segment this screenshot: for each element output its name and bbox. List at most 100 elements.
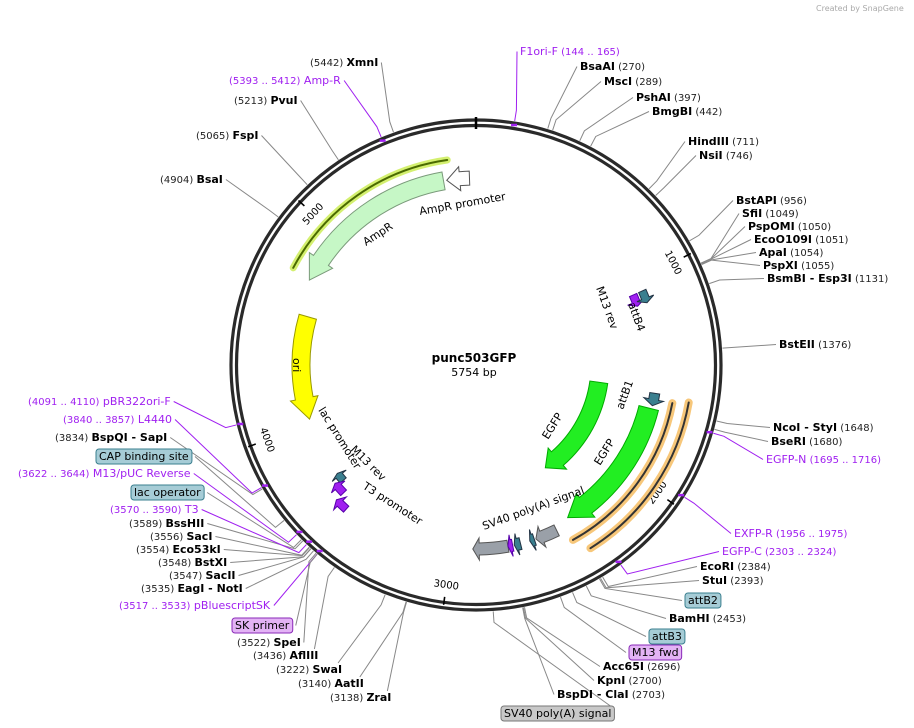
enzyme-name: PvuI bbox=[270, 94, 297, 107]
enzyme-site-saci[interactable]: (3556) SacI bbox=[150, 530, 212, 543]
feature-ori[interactable] bbox=[289, 313, 319, 420]
enzyme-site-zrai[interactable]: (3138) ZraI bbox=[330, 691, 391, 704]
feature-m13-rev-right[interactable] bbox=[627, 292, 645, 307]
enzyme-name: KpnI bbox=[597, 674, 625, 687]
leader-line bbox=[215, 536, 310, 556]
enzyme-site-bsmbi[interactable]: BsmBI - Esp3I (1131) bbox=[767, 272, 888, 285]
primer-egfp-n[interactable]: EGFP-N (1695 .. 1716) bbox=[766, 453, 881, 466]
feature-sv40-1[interactable] bbox=[472, 536, 510, 562]
primer-range: (144 .. 165) bbox=[561, 47, 620, 58]
enzyme-site-kpni[interactable]: KpnI (2700) bbox=[597, 674, 662, 687]
enzyme-site-msci[interactable]: MscI (289) bbox=[604, 75, 662, 88]
feature-box-cap-binding-site[interactable]: CAP binding site bbox=[95, 448, 193, 465]
enzyme-site-pspomi[interactable]: PspOMI (1050) bbox=[748, 220, 831, 233]
primer-f1ori-f[interactable]: F1ori-F (144 .. 165) bbox=[520, 45, 620, 58]
feature-label[interactable]: EGFP bbox=[540, 410, 566, 441]
enzyme-site-pvui[interactable]: (5213) PvuI bbox=[234, 94, 298, 107]
leader-line bbox=[359, 601, 407, 678]
enzyme-site-ecori[interactable]: EcoRI (2384) bbox=[700, 560, 771, 573]
primer-t3[interactable]: (3570 .. 3590) T3 bbox=[110, 503, 199, 516]
feature-m13-rev-left[interactable] bbox=[330, 480, 348, 497]
enzyme-site-bseri[interactable]: BseRI (1680) bbox=[771, 435, 843, 448]
primer-amp-r[interactable]: (5393 .. 5412) Amp-R bbox=[229, 74, 341, 87]
enzyme-position: (5065) bbox=[196, 131, 229, 142]
feature-box-sk-primer[interactable]: SK primer bbox=[231, 617, 294, 634]
primer-l4440[interactable]: (3840 .. 3857) L4440 bbox=[63, 413, 172, 426]
enzyme-site-pshai[interactable]: PshAI (397) bbox=[636, 91, 701, 104]
feature-label[interactable]: T3 promoter bbox=[360, 479, 426, 528]
enzyme-site-stui[interactable]: StuI (2393) bbox=[702, 574, 764, 587]
primer-name: EGFP-N bbox=[766, 453, 806, 466]
feature-label[interactable]: AmpR promoter bbox=[418, 190, 507, 218]
enzyme-site-xmni[interactable]: (5442) XmnI bbox=[310, 56, 378, 69]
enzyme-site-sacii[interactable]: (3547) SacII bbox=[169, 569, 236, 582]
feature-egfp-2[interactable] bbox=[566, 405, 660, 519]
primer-exfp-r[interactable]: EXFP-R (1956 .. 1975) bbox=[734, 527, 848, 540]
leader-line bbox=[602, 566, 698, 588]
enzyme-site-ncoi[interactable]: NcoI - StyI (1648) bbox=[773, 421, 874, 434]
enzyme-site-hindiii[interactable]: HindIII (711) bbox=[688, 135, 759, 148]
enzyme-position: (3140) bbox=[298, 679, 331, 690]
enzyme-site-apai[interactable]: ApaI (1054) bbox=[759, 246, 823, 259]
enzyme-site-acc65i[interactable]: Acc65I (2696) bbox=[603, 660, 681, 673]
enzyme-site-bsshii[interactable]: (3589) BssHII bbox=[129, 517, 204, 530]
enzyme-site-fspi[interactable]: (5065) FspI bbox=[196, 129, 258, 142]
enzyme-site-swai[interactable]: (3222) SwaI bbox=[276, 663, 342, 676]
enzyme-site-bmgbi[interactable]: BmgBI (442) bbox=[652, 105, 722, 118]
feature-label[interactable]: M13 rev bbox=[593, 285, 621, 332]
feature-label[interactable]: SV40 poly(A) signal bbox=[481, 484, 586, 533]
feature-box-m13-fwd[interactable]: M13 fwd bbox=[628, 644, 683, 661]
feature-attb4[interactable] bbox=[636, 288, 655, 304]
primer-egfp-c[interactable]: EGFP-C (2303 .. 2324) bbox=[722, 545, 837, 558]
feature-label[interactable]: attB4 bbox=[625, 301, 647, 334]
enzyme-site-bamhi[interactable]: BamHI (2453) bbox=[669, 612, 746, 625]
enzyme-name: Acc65I bbox=[603, 660, 644, 673]
primer-m13-puc-reverse[interactable]: (3622 .. 3644) M13/pUC Reverse bbox=[18, 467, 191, 480]
feature-egfp-1[interactable] bbox=[544, 380, 609, 470]
feature-attb3[interactable] bbox=[528, 529, 537, 551]
feature-box-lac-operator[interactable]: lac operator bbox=[130, 484, 205, 501]
primer-pbluescriptsk[interactable]: (3517 .. 3533) pBluescriptSK bbox=[119, 599, 271, 612]
leader-line bbox=[206, 492, 302, 549]
leader-line bbox=[380, 62, 394, 133]
feature-ampr-promoter[interactable] bbox=[446, 165, 471, 192]
enzyme-site-ecoo109i[interactable]: EcoO109I (1051) bbox=[754, 233, 849, 246]
feature-sv40-2[interactable] bbox=[535, 524, 560, 549]
leader-line bbox=[655, 155, 697, 196]
enzyme-name: BmgBI bbox=[652, 105, 692, 118]
leader-line bbox=[295, 553, 318, 626]
enzyme-position: (289) bbox=[635, 77, 662, 88]
feature-attb2[interactable] bbox=[513, 533, 523, 556]
primer-pbr322ori-f[interactable]: (4091 .. 4110) pBR322ori-F bbox=[28, 395, 171, 408]
enzyme-site-eco53ki[interactable]: (3554) Eco53kI bbox=[136, 543, 221, 556]
feature-label[interactable]: lac promoter bbox=[315, 405, 364, 472]
feature-box-attb2[interactable]: attB2 bbox=[684, 592, 722, 609]
feature-m13-fwd[interactable] bbox=[507, 534, 515, 557]
leader-line bbox=[701, 239, 752, 265]
enzyme-site-aatii[interactable]: (3140) AatII bbox=[298, 677, 364, 690]
feature-box-attb3[interactable]: attB3 bbox=[648, 628, 686, 645]
feature-box-sv40-poly-a-signal[interactable]: SV40 poly(A) signal bbox=[500, 705, 615, 722]
enzyme-position: (3556) bbox=[150, 532, 183, 543]
enzyme-site-bstapi[interactable]: BstAPI (956) bbox=[736, 194, 807, 207]
enzyme-site-bstxi[interactable]: (3548) BstXI bbox=[158, 556, 227, 569]
leader-line bbox=[169, 437, 263, 496]
enzyme-site-bsai[interactable]: (4904) BsaI bbox=[160, 173, 223, 186]
feature-attb1[interactable] bbox=[642, 391, 666, 407]
feature-lac-operator[interactable] bbox=[331, 469, 347, 484]
enzyme-site-eagi[interactable]: (3535) EagI - NotI bbox=[141, 582, 243, 595]
enzyme-site-afliii[interactable]: (3436) AflIII bbox=[253, 649, 318, 662]
feature-label[interactable]: attB1 bbox=[614, 378, 636, 411]
enzyme-site-spei[interactable]: (3522) SpeI bbox=[237, 636, 301, 649]
enzyme-site-nsii[interactable]: NsiI (746) bbox=[699, 149, 753, 162]
enzyme-site-bsteii[interactable]: BstEII (1376) bbox=[779, 338, 851, 351]
enzyme-site-pspxi[interactable]: PspXI (1055) bbox=[763, 259, 834, 272]
enzyme-site-sfii[interactable]: SfiI (1049) bbox=[742, 207, 799, 220]
tick-label: 1000 bbox=[662, 249, 683, 277]
feature-t3[interactable] bbox=[332, 495, 350, 513]
enzyme-site-bspqi[interactable]: (3834) BspQI - SapI bbox=[55, 431, 167, 444]
feature-label[interactable]: ori bbox=[290, 358, 303, 372]
enzyme-site-bspdi[interactable]: BspDI - ClaI (2703) bbox=[557, 688, 665, 701]
enzyme-site-bsaai[interactable]: BsaAI (270) bbox=[580, 60, 645, 73]
feature-ampr[interactable] bbox=[308, 171, 446, 281]
